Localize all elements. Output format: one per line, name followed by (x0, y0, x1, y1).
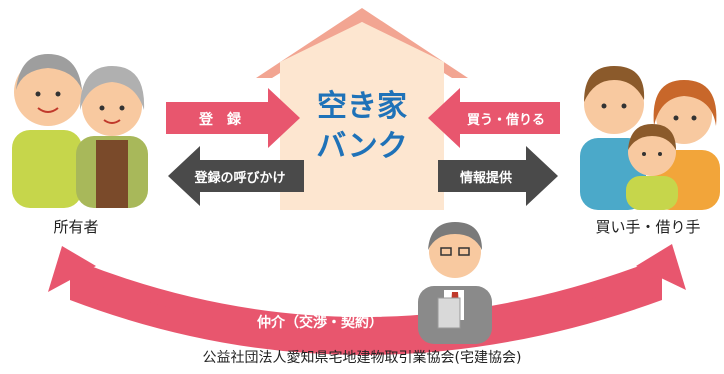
arrow-register: 登 録 (166, 88, 300, 148)
owner-label: 所有者 (53, 218, 98, 236)
mediation-label: 仲介（交渉・契約） (257, 314, 383, 331)
buyer-label: 買い手・借り手 (595, 218, 700, 236)
arrow-info-provide: 情報提供 (438, 146, 558, 206)
buyer-family-illustration (580, 66, 720, 210)
arrow-buy-borrow-label: 買う・借りる (467, 112, 545, 128)
arc-right-head (636, 244, 686, 290)
house-body (280, 22, 444, 210)
mediation-arc: 仲介（交渉・契約） (48, 244, 686, 355)
akiya-bank-house: 空き家 バンク (256, 8, 468, 210)
arrow-info-provide-label: 情報提供 (460, 170, 512, 186)
bank-title-line2: バンク (316, 129, 408, 164)
association-label: 公益社団法人愛知県宅地建物取引業協会(宅建協会) (203, 349, 522, 366)
realtor-illustration (418, 222, 492, 344)
bank-title-line1: 空き家 (317, 89, 407, 124)
arrow-buy-borrow: 買う・借りる (428, 88, 560, 148)
arrow-register-call: 登録の呼びかけ (168, 146, 304, 206)
arrow-register-label: 登 録 (198, 111, 242, 128)
owner-couple-illustration (12, 54, 148, 208)
arrow-register-call-label: 登録の呼びかけ (193, 170, 285, 186)
arc-left-head (48, 246, 96, 292)
